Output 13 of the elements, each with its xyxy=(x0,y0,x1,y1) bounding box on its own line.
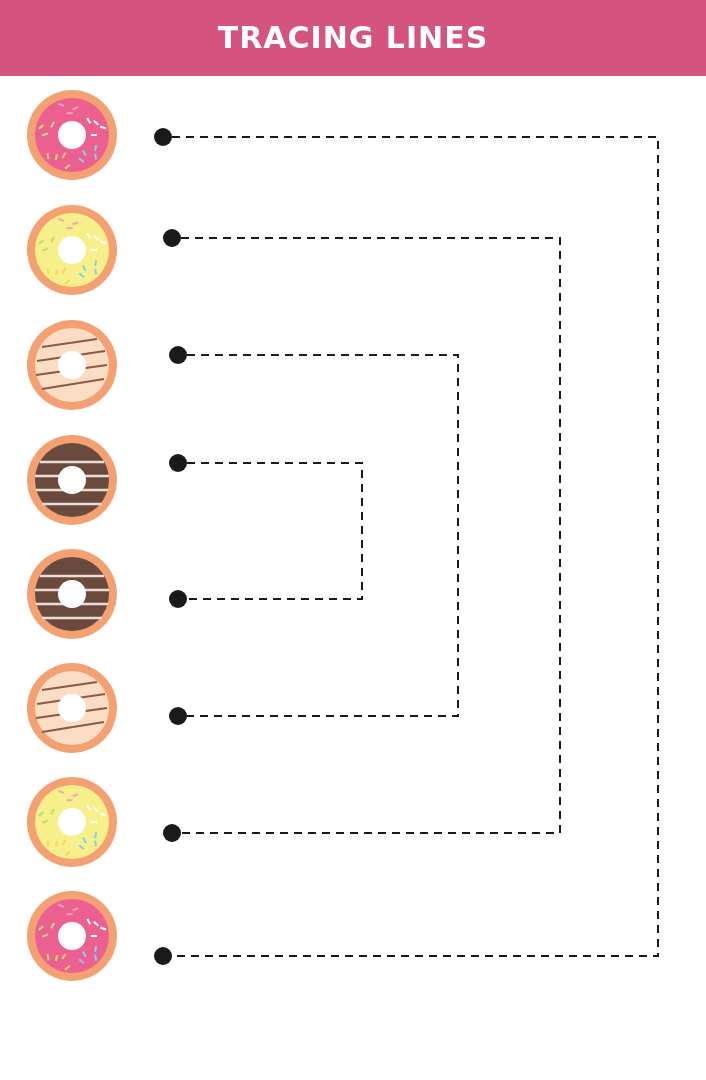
start-dot xyxy=(169,707,187,725)
dashed-tracing-line xyxy=(180,237,561,834)
start-dot xyxy=(163,229,181,247)
start-dot xyxy=(163,824,181,842)
start-dot xyxy=(169,454,187,472)
dashed-tracing-line xyxy=(186,354,459,717)
dashed-tracing-line xyxy=(171,136,659,957)
start-dot xyxy=(169,590,187,608)
dashed-tracing-line xyxy=(186,462,363,600)
start-dot xyxy=(154,947,172,965)
start-dot xyxy=(154,128,172,146)
title: TRACING LINES xyxy=(216,20,490,55)
start-dot xyxy=(169,346,187,364)
